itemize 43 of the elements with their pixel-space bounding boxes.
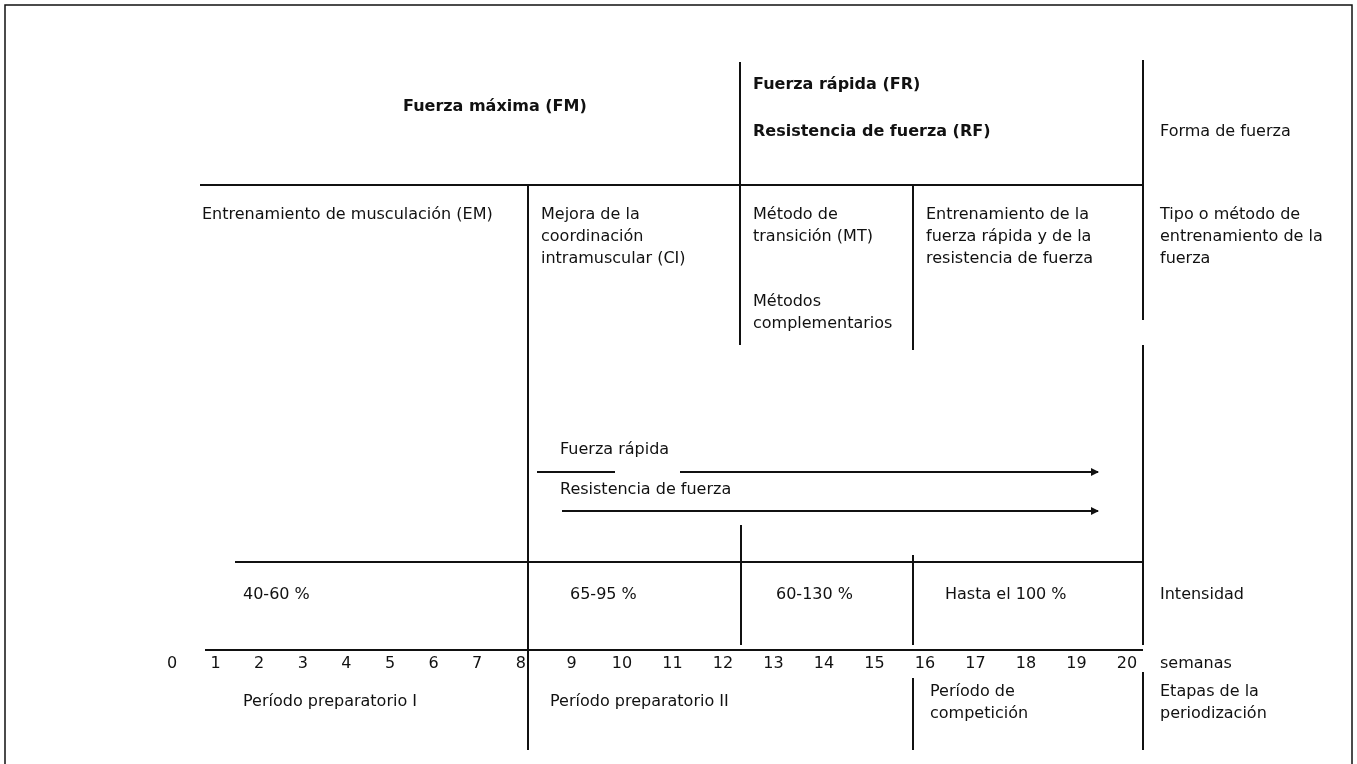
arrow-label: Resistencia de fuerza <box>560 478 733 500</box>
week-number: 17 <box>964 652 987 674</box>
week-number: 8 <box>514 652 527 674</box>
week-number: 9 <box>565 652 578 674</box>
axis-unit: semanas <box>1160 652 1233 674</box>
row-label: Intensidad <box>1160 583 1245 605</box>
week-number: 6 <box>427 652 440 674</box>
week-number: 3 <box>296 652 309 674</box>
heading: Fuerza máxima (FM) <box>403 95 588 117</box>
week-number: 20 <box>1115 652 1139 674</box>
cell-text: 60-130 % <box>776 583 854 605</box>
heading: Resistencia de fuerza (RF) <box>753 120 992 142</box>
cell-text: 40-60 % <box>243 583 311 605</box>
cell-text: Período preparatorio II <box>550 690 730 712</box>
row-label: Forma de fuerza <box>1160 120 1292 142</box>
week-number: 16 <box>913 652 937 674</box>
cell-text: Método de transición (MT) <box>753 203 874 247</box>
cell-text: Entrenamiento de musculación (EM) <box>202 203 494 225</box>
week-number: 15 <box>863 652 886 674</box>
week-number: 18 <box>1014 652 1038 674</box>
week-number: 13 <box>762 652 785 674</box>
cell-text: Métodos complementarios <box>753 290 894 334</box>
week-number: 10 <box>610 652 634 674</box>
row-label: Tipo o método de entrenamiento de la fuerza <box>1160 203 1324 269</box>
cell-text: Período preparatorio I <box>243 690 418 712</box>
week-number: 0 <box>165 652 179 674</box>
arrow-label: Fuerza rápida <box>560 438 671 460</box>
week-number: 14 <box>812 652 836 674</box>
week-number: 4 <box>340 652 353 674</box>
cell-text: Entrenamiento de la fuerza rápida y de la resistencia de fuerza <box>926 203 1095 269</box>
cell-text: Mejora de la coordinación intramuscular (CI) <box>541 203 687 269</box>
week-number: 11 <box>661 652 684 674</box>
week-number: 2 <box>253 652 266 674</box>
week-number: 5 <box>383 652 397 674</box>
row-label: Etapas de la periodización <box>1160 680 1268 724</box>
week-number: 7 <box>471 652 484 674</box>
cell-text: 65-95 % <box>570 583 638 605</box>
week-number: 1 <box>209 652 222 674</box>
week-number: 19 <box>1065 652 1088 674</box>
cell-text: Período de competición <box>930 680 1030 724</box>
week-number: 12 <box>711 652 735 674</box>
heading: Fuerza rápida (FR) <box>753 73 922 95</box>
cell-text: Hasta el 100 % <box>945 583 1068 605</box>
